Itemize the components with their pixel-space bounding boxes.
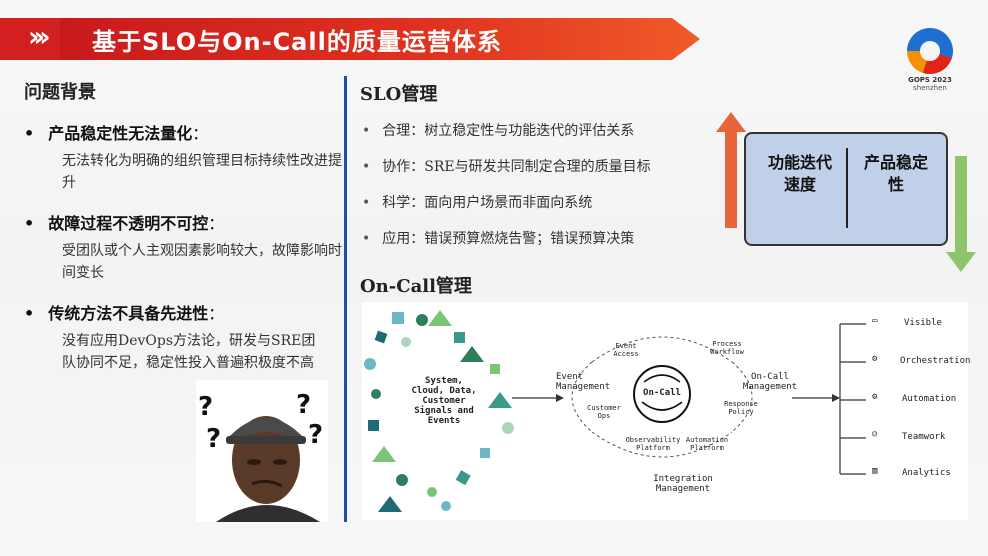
teamwork-icon: ☺ [872,430,878,440]
output-orchestration-label: Orchestration [900,356,971,366]
oncall-diagram: System, Cloud, Data, Customer Signals an… [362,302,971,520]
customer-ops-label: Customer Ops [587,404,621,420]
slo-list: • 合理：树立稳定性与功能迭代的评估关系 • 协作：SRE与研发共同制定合理的质量目… [362,118,722,262]
problem-item-title: • 传统方法不具备先进性： [24,300,344,324]
analytics-icon: ▥ [872,466,878,476]
vertical-divider [344,76,347,522]
problem-item-title-text: 故障过程不透明不可控 [48,214,209,233]
event-management-label: Event Management [556,372,611,392]
problem-item-body: 受团队或个人主观因素影响较大，故障影响时间变长 [62,243,342,281]
observability-platform-label: Observability Platform [625,436,681,452]
output-visible-label: Visible [904,318,942,328]
gops-logo: GOPS 2023 shenzhen [900,28,960,100]
section-heading-slo: SLO管理 [360,84,438,105]
question-mark-icon: ? [296,390,312,420]
slo-item-text: 合理：树立稳定性与功能迭代的评估关系 [382,123,635,139]
title-bar [0,18,700,60]
bullet-icon: • [362,123,371,139]
section-heading-problem: 问题背景 [24,82,96,103]
balance-divider [846,148,848,228]
problem-item-colon: ： [208,304,225,323]
arrow-up-icon [716,112,746,228]
slo-item-text: 应用：错误预算燃烧告警；错误预算决策 [382,231,635,247]
slo-item: • 科学：面向用户场景而非面向系统 [362,190,722,226]
logo-sub: shenzhen [913,84,947,92]
problem-item-title-text: 产品稳定性无法量化 [48,124,193,143]
slo-item: • 合理：树立稳定性与功能迭代的评估关系 [362,118,722,154]
question-mark-icon: ? [198,392,214,422]
logo-name: GOPS 2023 [908,76,952,84]
event-access-label: Event Access [613,342,639,358]
integration-management-label: Integration Management [653,474,713,494]
bullet-icon: • [362,231,371,247]
gops-logo-icon [907,28,953,74]
response-policy-label: Response Policy [724,400,758,416]
automation-platform-label: Automation Platform [685,436,729,452]
problem-item-title: • 故障过程不透明不可控： [24,210,344,234]
automation-icon: ⚙ [872,392,878,402]
slo-item: • 应用：错误预算燃烧告警；错误预算决策 [362,226,722,262]
process-workflow-label: Process Workflow [710,340,744,356]
feature-velocity-label: 功能迭代速度 [767,153,832,194]
problem-item-body: 无法转化为明确的组织管理目标持续性改进提升 [62,153,342,191]
title-band [0,18,60,60]
output-analytics-label: Analytics [902,468,951,478]
slo-item-text: 协作：SRE与研发共同制定合理的质量目标 [382,159,651,175]
bullet-icon: • [24,214,35,233]
slo-item-text: 科学：面向用户场景而非面向系统 [382,195,593,211]
signal-shapes-cluster [364,310,514,512]
problem-item-body: 没有应用DevOps方法论，研发与SRE团队协同不足，稳定性投入普遍积极度不高 [62,333,316,371]
balance-box: 功能迭代速度 产品稳定性 [744,132,948,246]
bullet-icon: • [362,195,371,211]
slo-item: • 协作：SRE与研发共同制定合理的质量目标 [362,154,722,190]
question-mark-icon: ? [308,420,324,450]
bullet-icon: • [362,159,371,175]
problem-item-colon: ： [192,124,209,143]
product-stability-label: 产品稳定性 [863,153,928,194]
chevron-right-icon: ››› [28,20,50,53]
bullet-icon: • [24,124,35,143]
oncall-center-label: On-Call [643,388,681,398]
problem-background-panel: 问题背景 •产品稳定性无法量化： 无法转化为明确的组织管理目标持续性改进提升 •… [24,78,344,374]
arrow-down-icon [946,156,976,272]
orchestration-icon: ⚙ [872,354,878,364]
problem-item-title: • 产品稳定性无法量化： [24,120,344,144]
output-teamwork-label: Teamwork [902,432,946,442]
output-automation-label: Automation [902,394,957,404]
visible-icon: ▭ [872,316,878,326]
confused-person-image [196,380,328,522]
problem-item-title-text: 传统方法不具备先进性 [48,304,209,323]
confused-person-illustration [196,380,328,522]
inputs-label: System, Cloud, Data, Customer Signals an… [411,376,477,426]
problem-item-colon: ： [208,214,225,233]
bullet-icon: • [24,304,35,323]
page-title: 基于SLO与On-Call的质量运营体系 [92,28,502,56]
oncall-diagram-graphic [364,310,866,512]
section-heading-oncall: On-Call管理 [360,276,472,297]
question-mark-icon: ? [206,424,222,454]
oncall-management-label: On-Call Management [742,372,798,392]
